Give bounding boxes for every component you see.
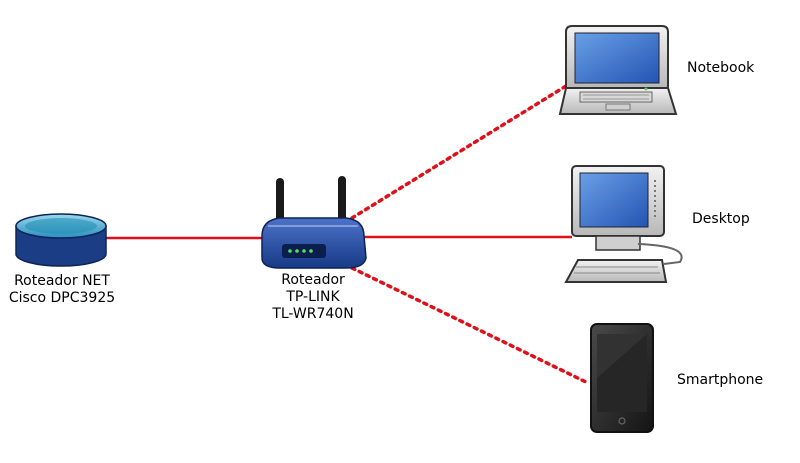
cable-modem-icon [15, 213, 107, 267]
tplink-router-label-line2: TP-LINK [286, 289, 340, 305]
wireless-link-tplink-to-smartphone [350, 266, 590, 385]
notebook-label: Notebook [687, 60, 755, 76]
tplink-router-label-line3: TL-WR740N [272, 306, 354, 322]
desktop-label: Desktop [692, 211, 750, 227]
tplink-router-label-line1: Roteador [281, 272, 345, 288]
tplink-router-label: Roteador TP-LINK TL-WR740N [254, 272, 372, 323]
wireless-router-icon [261, 176, 367, 269]
net-router-label-line2: Cisco DPC3925 [8, 290, 116, 306]
net-router-label: Roteador NET Cisco DPC3925 [0, 273, 124, 307]
smartphone-label: Smartphone [677, 372, 764, 388]
desktop-icon [564, 165, 683, 283]
net-router-label-line1: Roteador NET [14, 273, 110, 289]
wireless-link-tplink-to-notebook [350, 84, 568, 220]
smartphone-icon [590, 323, 654, 433]
notebook-icon [558, 25, 678, 115]
